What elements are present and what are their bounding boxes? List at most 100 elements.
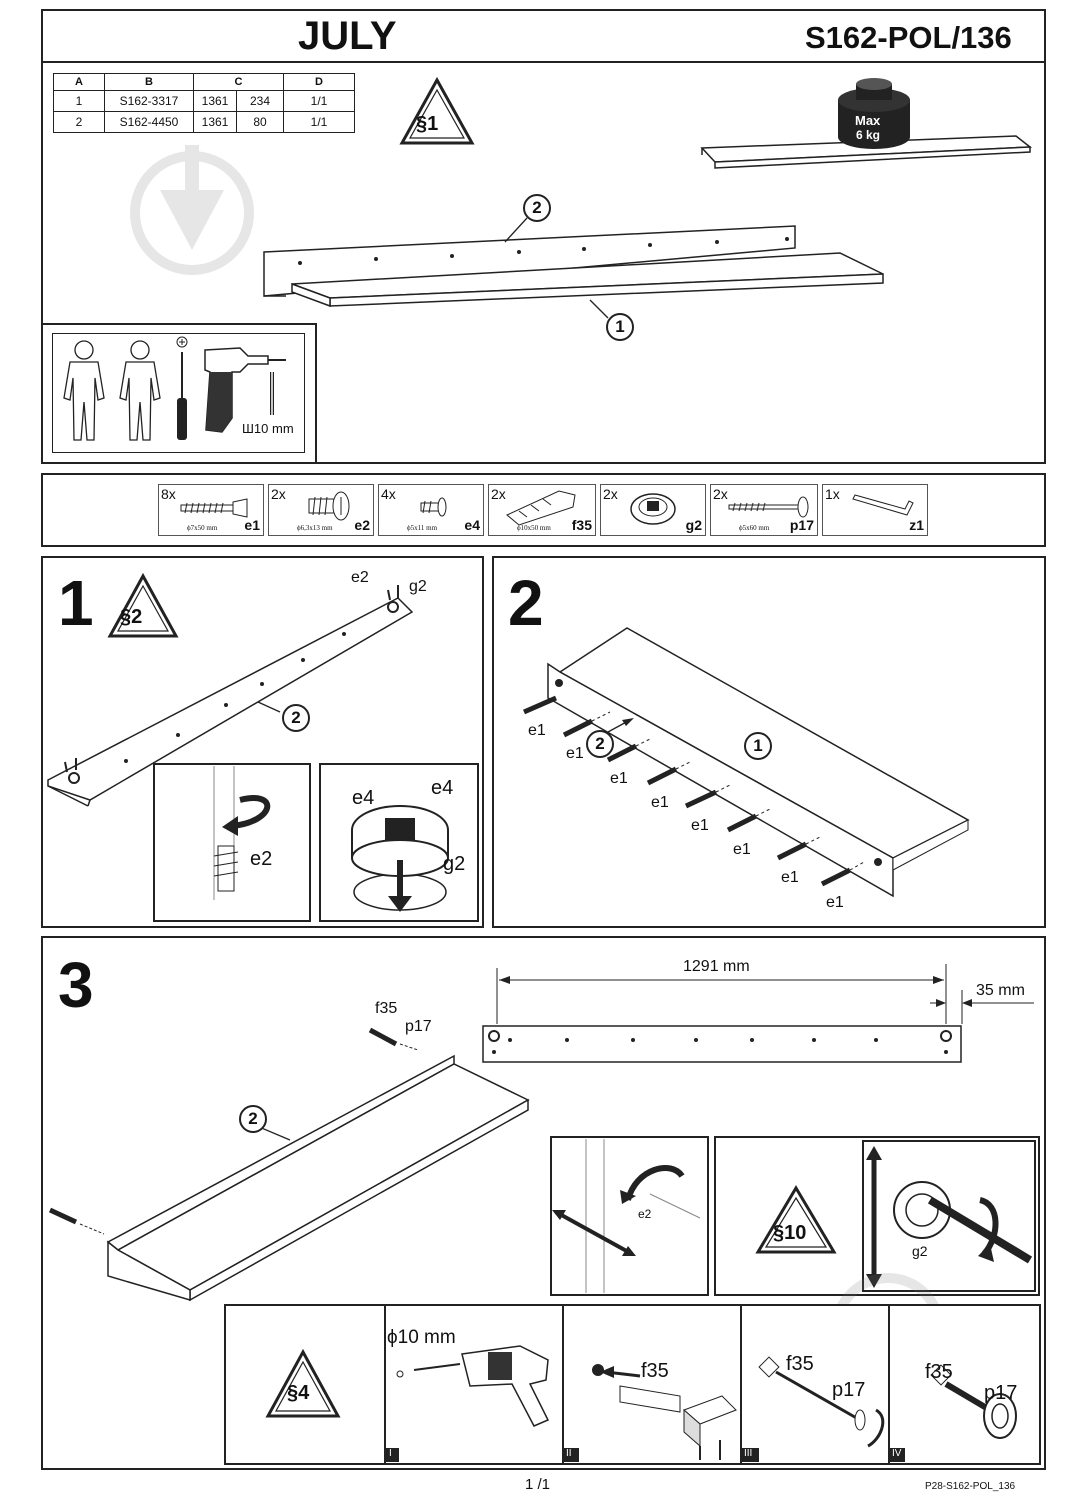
callout-g2: g2 (409, 578, 427, 595)
callout-e1: e1 (651, 794, 669, 811)
page-number: 1 /1 (525, 1476, 551, 1493)
wall-plug-icon (506, 490, 576, 526)
product-title: JULY (298, 14, 397, 58)
warning-label: §4 (287, 1382, 310, 1404)
callout-e1: e1 (566, 745, 584, 762)
hardware-code: e4 (464, 517, 480, 533)
step-number: 1 (58, 567, 94, 639)
step-3-panel (41, 936, 1046, 1470)
hardware-qty: 4x (381, 486, 396, 502)
callout-f35: f35 (375, 1000, 398, 1017)
col-d: D (283, 73, 355, 91)
hanger-bracket-icon (630, 493, 676, 525)
hardware-code: p17 (789, 517, 814, 533)
cell: 1361 (193, 90, 237, 112)
col-c: C (193, 73, 284, 91)
cell: 234 (236, 90, 284, 112)
drill-diameter: ϕ10 mm (387, 1327, 456, 1348)
cell: 1/1 (283, 111, 355, 133)
screw-icon (308, 491, 350, 521)
part-number-badge: 1 (744, 732, 772, 760)
callout-f35: f35 (641, 1360, 669, 1382)
callout-e1: e1 (528, 722, 546, 739)
part-number-badge: 2 (239, 1105, 267, 1133)
max-load-line2: 6 kg (856, 128, 881, 142)
cell: S162-3317 (104, 90, 194, 112)
hardware-dim: ϕ10x50 mm (517, 524, 551, 532)
parts-table: A B C D 1 S162-3317 1361 234 1/1 2 S162-… (53, 73, 355, 133)
document-code: P28-S162-POL_136 (925, 1481, 1016, 1492)
callout-p17: p17 (984, 1382, 1018, 1404)
callout-p17: p17 (832, 1379, 866, 1401)
table-row: 2 S162-4450 1361 80 1/1 (53, 111, 355, 133)
callout-e1: e1 (691, 817, 709, 834)
warning-label: §1 (416, 113, 439, 135)
callout-f35: f35 (786, 1353, 814, 1375)
product-code: S162-POL/136 (805, 20, 1012, 55)
hardware-item-e2: 2x ϕ6,3x13 mm e2 (268, 484, 374, 536)
hardware-dim: ϕ5x11 mm (407, 524, 438, 532)
warning-label: §2 (120, 606, 143, 628)
max-load-line1: Max (855, 113, 881, 128)
hardware-code: e1 (244, 517, 260, 533)
table-row: 1 S162-3317 1361 234 1/1 (53, 90, 355, 112)
screw-icon (728, 496, 809, 518)
part-number-badge: 2 (523, 194, 551, 222)
hex-key-icon (852, 494, 914, 516)
header-divider (41, 61, 1046, 63)
hardware-code: e2 (354, 517, 370, 533)
cell: 1361 (193, 111, 237, 133)
hardware-item-f35: 2x ϕ10x50 mm f35 (488, 484, 596, 536)
sub-step-marker: I (389, 1448, 392, 1459)
callout-e2: e2 (250, 848, 273, 870)
hardware-qty: 2x (713, 486, 728, 502)
hardware-item-p17: 2x ϕ5x60 mm p17 (710, 484, 818, 536)
hardware-item-z1: 1x z1 (822, 484, 928, 536)
hardware-item-g2: 2x g2 (600, 484, 706, 536)
cell: S162-4450 (104, 111, 194, 133)
callout-e4: e4 (431, 777, 454, 799)
col-a: A (53, 73, 105, 91)
hardware-qty: 1x (825, 486, 840, 502)
sub-step-marker: II (566, 1448, 572, 1459)
warning-label: §10 (773, 1222, 807, 1244)
callout-e2: e2 (351, 569, 369, 586)
callout-p17: p17 (405, 1018, 432, 1035)
hardware-qty: 8x (161, 486, 176, 502)
sub-step-marker: IV (892, 1448, 902, 1459)
screw-icon (420, 497, 447, 517)
callout-e4: e4 (352, 787, 375, 809)
hardware-dim: ϕ7x50 mm (187, 524, 218, 532)
part-number-badge: 1 (606, 313, 634, 341)
cell: 2 (53, 111, 105, 133)
sub-step-marker: III (744, 1448, 753, 1459)
cell: 80 (236, 111, 284, 133)
hardware-code: f35 (571, 517, 592, 533)
col-b: B (104, 73, 194, 91)
step-number: 3 (58, 949, 94, 1021)
parts-table-header: A B C D (53, 73, 355, 91)
hardware-qty: 2x (603, 486, 618, 502)
callout-e2: e2 (638, 1207, 652, 1221)
cell: 1/1 (283, 90, 355, 112)
dimension-width: 1291 mm (683, 958, 750, 975)
hardware-item-e4: 4x ϕ5x11 mm e4 (378, 484, 484, 536)
callout-e1: e1 (781, 869, 799, 886)
hardware-dim: ϕ6,3x13 mm (297, 524, 333, 532)
hardware-qty: 2x (491, 486, 506, 502)
hardware-code: g2 (685, 517, 702, 533)
part-number-badge: 2 (586, 730, 614, 758)
hardware-code: z1 (909, 517, 924, 533)
callout-g2: g2 (443, 853, 466, 875)
dimension-offset: 35 mm (976, 982, 1025, 999)
screw-icon (180, 498, 248, 518)
callout-f35: f35 (925, 1361, 953, 1383)
step-1-panel (41, 556, 484, 928)
callout-e1: e1 (733, 841, 751, 858)
part-number-badge: 2 (282, 704, 310, 732)
step-number: 2 (508, 567, 544, 639)
callout-e1: e1 (610, 770, 628, 787)
hardware-dim: ϕ5x60 mm (739, 524, 770, 532)
cell: 1 (53, 90, 105, 112)
hardware-qty: 2x (271, 486, 286, 502)
